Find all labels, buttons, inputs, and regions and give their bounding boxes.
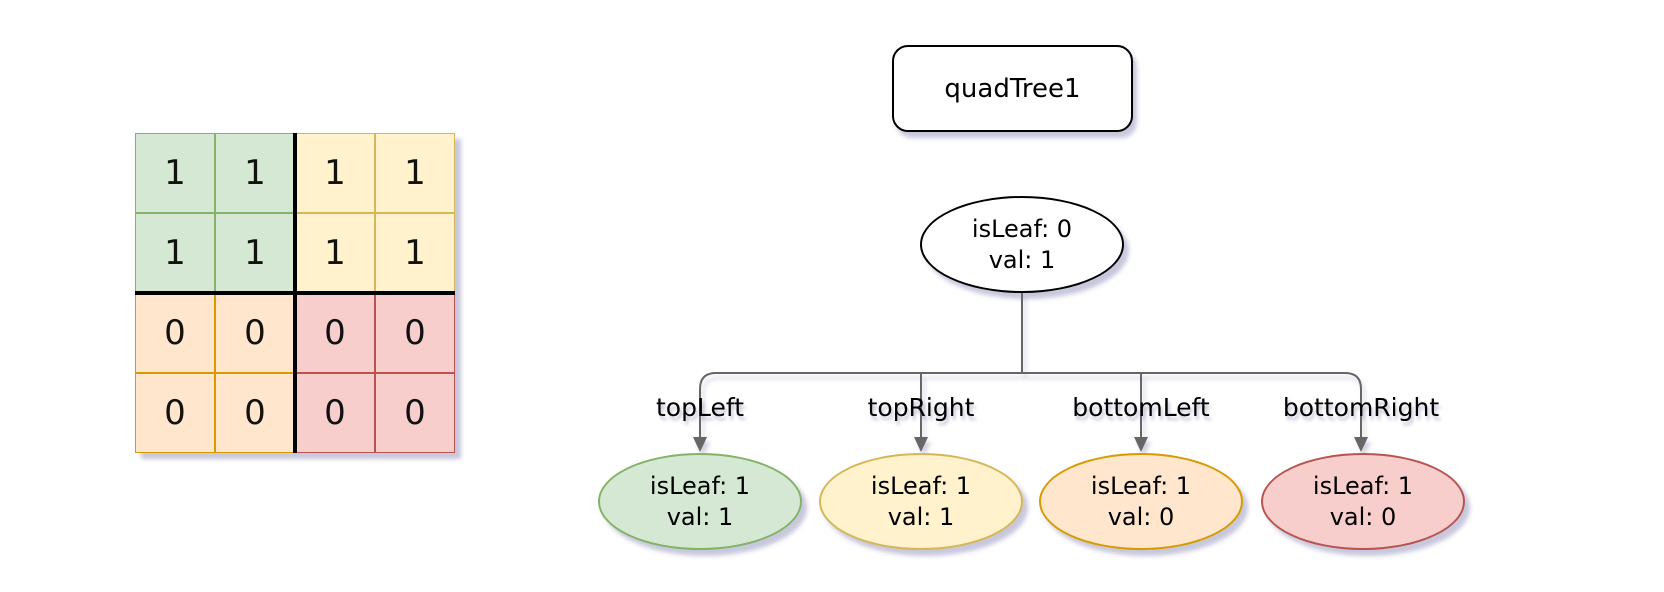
quadtree-title-label: quadTree1 (944, 73, 1081, 104)
bus-edge-line (699, 372, 1362, 438)
child-node-val: val: 1 (887, 502, 955, 531)
child-node-isleaf: isLeaf: 1 (870, 471, 972, 500)
grid-cell: 1 (135, 133, 215, 213)
grid-cell: 1 (215, 133, 295, 213)
grid-cell: 0 (215, 373, 295, 453)
grid-cell: 0 (215, 293, 295, 373)
grid-cell: 0 (295, 373, 375, 453)
root-node-val: val: 1 (988, 245, 1056, 274)
grid-cell: 1 (295, 213, 375, 293)
edge-label-bottomright: bottomRight (1282, 393, 1440, 422)
child-node-val: val: 0 (1107, 502, 1175, 531)
arrow-down-icon (914, 437, 928, 452)
child-node-isleaf: isLeaf: 1 (649, 471, 751, 500)
child-node-val: val: 0 (1329, 502, 1397, 531)
child-node-isleaf: isLeaf: 1 (1090, 471, 1192, 500)
grid-cell: 0 (375, 373, 455, 453)
grid-cell: 0 (375, 293, 455, 373)
grid-cell: 1 (295, 133, 375, 213)
grid-cell: 1 (375, 133, 455, 213)
arrow-down-icon (1134, 437, 1148, 452)
grid-cell: 1 (135, 213, 215, 293)
edge-label-topright: topRight (867, 393, 975, 422)
grid-cell: 1 (375, 213, 455, 293)
child-node-bottomleft: isLeaf: 1 val: 0 (1039, 453, 1243, 550)
child-node-bottomright: isLeaf: 1 val: 0 (1261, 453, 1465, 550)
matrix-grid: 1 1 1 1 1 1 1 1 0 0 0 0 0 0 0 0 (135, 133, 455, 453)
edge-label-bottomleft: bottomLeft (1072, 393, 1210, 422)
arrow-down-icon (693, 437, 707, 452)
child-node-topleft: isLeaf: 1 val: 1 (598, 453, 802, 550)
grid-cell: 0 (135, 373, 215, 453)
edge-label-topleft: topLeft (655, 393, 745, 422)
root-node-isleaf: isLeaf: 0 (971, 214, 1073, 243)
quadtree-title-box: quadTree1 (892, 45, 1133, 132)
child-node-topright: isLeaf: 1 val: 1 (819, 453, 1023, 550)
child-node-isleaf: isLeaf: 1 (1312, 471, 1414, 500)
grid-cell: 0 (135, 293, 215, 373)
root-node: isLeaf: 0 val: 1 (920, 196, 1124, 293)
arrow-down-icon (1354, 437, 1368, 452)
quadrant-divider-horizontal (135, 291, 455, 295)
child-node-val: val: 1 (666, 502, 734, 531)
